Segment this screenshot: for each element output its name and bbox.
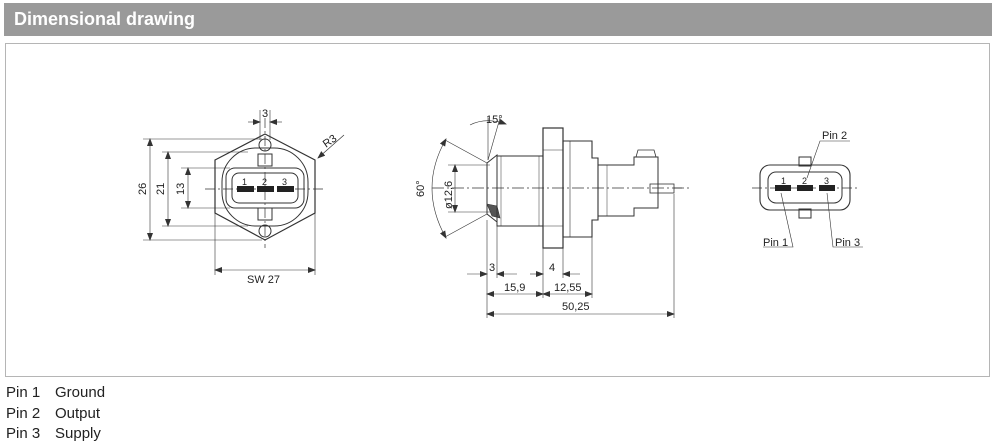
conn-inner [767, 171, 843, 204]
side-latch [635, 149, 657, 158]
side-thread [496, 155, 544, 227]
legend-pin-function: Supply [55, 425, 101, 442]
side-dim-15-9: 15,9 [504, 282, 525, 294]
legend-row-pin2: Pin 2 Output [6, 404, 105, 425]
side-dia: ø12,6 [443, 181, 455, 209]
side-dim-4: 4 [549, 262, 555, 274]
legend-pin-function: Ground [55, 384, 106, 401]
legend-pin-id: Pin 1 [6, 384, 41, 401]
front-dim-26: 26 [137, 183, 149, 195]
conn-key-bottom [798, 208, 812, 219]
legend-pin-function: Output [55, 404, 101, 422]
conn-pin-number-1: 1 [781, 176, 786, 186]
conn-label-pin2: Pin 2 [822, 130, 847, 142]
legend-pin-id: Pin 3 [6, 425, 41, 442]
front-pin-number-1: 1 [242, 177, 247, 187]
section-header: Dimensional drawing [4, 3, 992, 36]
front-view-labels: 3 26 21 13 SW 27 R3 1 2 3 [137, 108, 339, 286]
legend-pin-id: Pin 2 [6, 404, 41, 422]
front-hole-bottom [258, 224, 272, 238]
conn-pin-2 [797, 185, 813, 191]
conn-pin-1 [775, 185, 791, 191]
pin-legend: Pin 1 Ground Pin 2 Output Pin 3 Supply [6, 383, 105, 445]
front-pin-2 [257, 186, 274, 192]
front-pin-1 [237, 186, 254, 192]
connector-view-labels: Pin 2 Pin 1 Pin 3 1 2 3 [763, 130, 860, 249]
side-connector [597, 156, 659, 217]
side-dim-3: 3 [489, 262, 495, 274]
front-dim-3: 3 [262, 108, 268, 120]
front-view [143, 110, 345, 275]
front-pin-3 [277, 186, 294, 192]
connector-view [752, 140, 863, 248]
side-angle-15: 15° [486, 114, 503, 126]
front-dim-21: 21 [155, 183, 167, 195]
conn-key-top [798, 156, 812, 167]
side-angle-60: 60° [415, 180, 427, 197]
side-body [562, 140, 599, 238]
conn-label-pin1: Pin 1 [763, 237, 788, 249]
front-dim-13: 13 [175, 183, 187, 195]
side-view [431, 117, 690, 318]
side-dim-50-25: 50,25 [562, 301, 590, 313]
front-dim-sw: SW 27 [247, 274, 280, 286]
conn-outer [759, 164, 851, 211]
front-pin-number-3: 3 [282, 177, 287, 187]
front-pin-number-2: 2 [262, 177, 267, 187]
front-dim-r3: R3 [321, 133, 339, 151]
conn-pin-number-2: 2 [802, 176, 807, 186]
side-pin [649, 183, 675, 194]
side-view-labels: 15° 60° ø12,6 3 4 15,9 12,55 50,25 [415, 114, 590, 313]
section-title: Dimensional drawing [14, 9, 196, 29]
conn-pin-3 [819, 185, 835, 191]
side-dim-12-55: 12,55 [554, 282, 582, 294]
conn-label-pin3: Pin 3 [835, 237, 860, 249]
conn-pin-number-3: 3 [824, 176, 829, 186]
legend-row-pin3: Pin 3 Supply [6, 424, 105, 445]
legend-row-pin1: Pin 1 Ground [6, 383, 105, 404]
